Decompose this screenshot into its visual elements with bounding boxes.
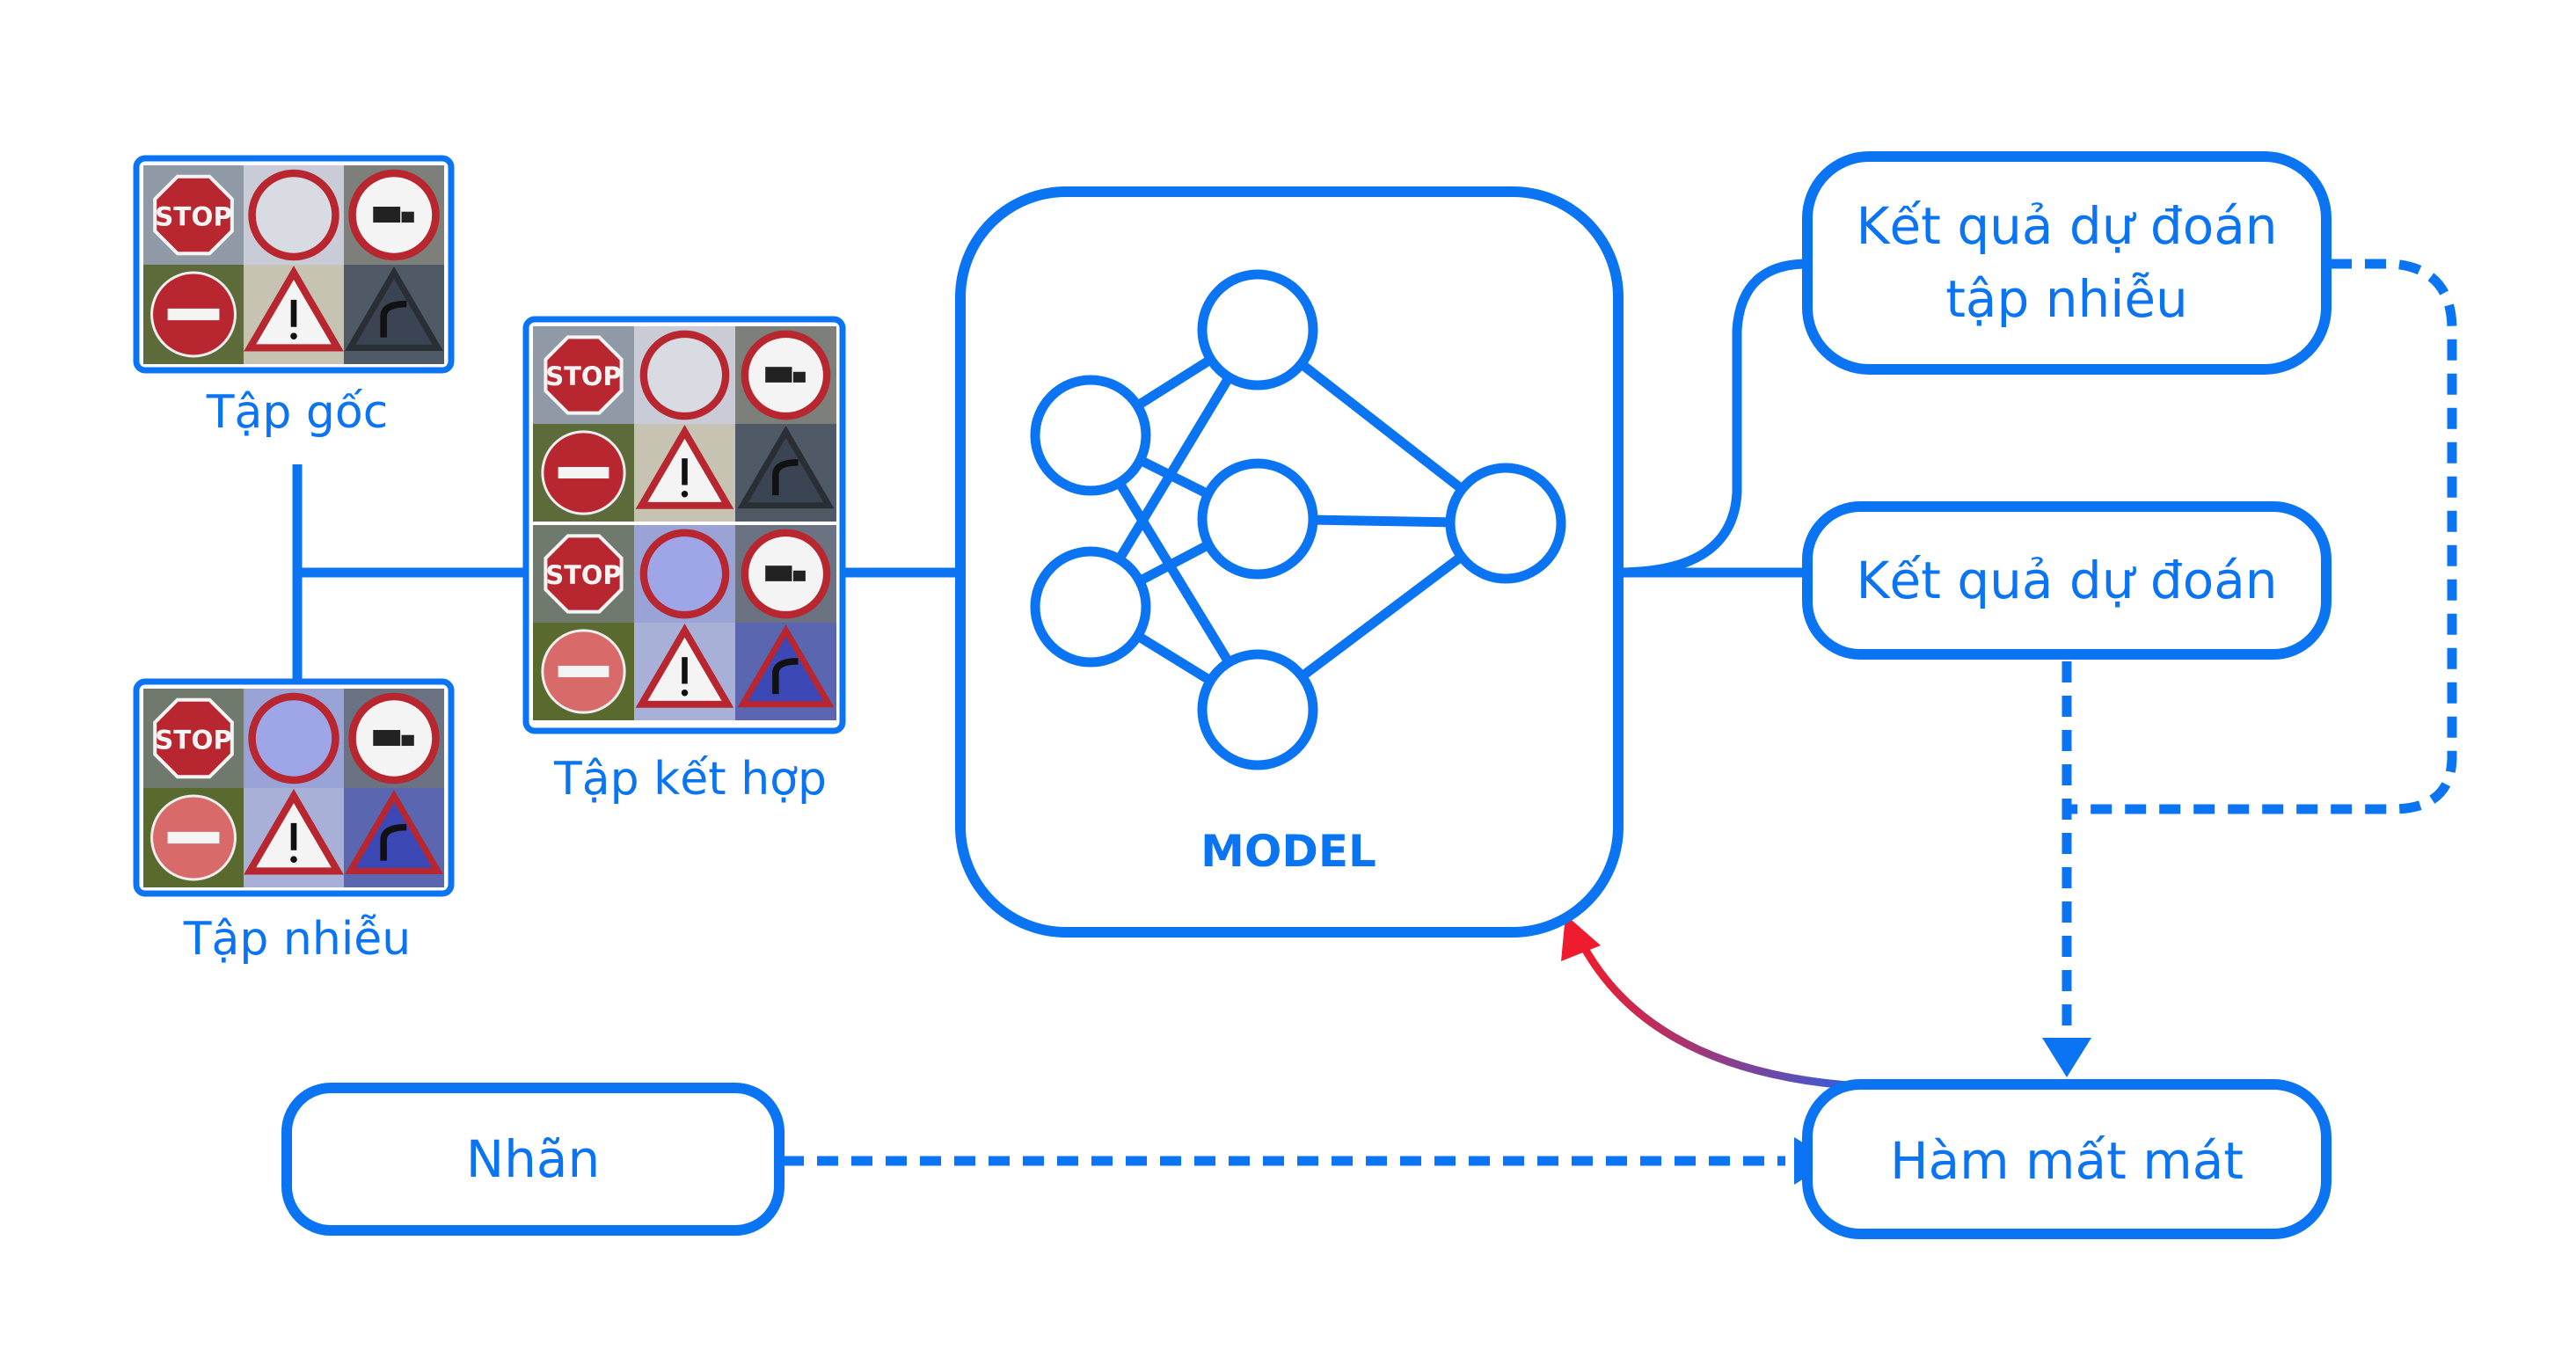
no-entry-sign-icon bbox=[150, 794, 237, 881]
curve-ahead-sign-icon bbox=[737, 624, 835, 708]
connector-model-to-noisy-prediction bbox=[1617, 259, 1808, 578]
original-set: STOP Tập gốc bbox=[133, 155, 455, 439]
noisy-set-label: Tập nhiễu bbox=[183, 913, 411, 966]
stop-sign-icon: STOP bbox=[153, 174, 234, 256]
curve-ahead-sign-icon bbox=[737, 425, 835, 509]
labels-label: Nhãn bbox=[466, 1129, 600, 1189]
stop-sign-icon: STOP bbox=[153, 697, 234, 779]
warning-sign-icon bbox=[635, 425, 734, 509]
dashed-noisy-prediction-to-loss bbox=[2067, 259, 2457, 814]
hidden-neuron-2 bbox=[1197, 458, 1318, 580]
stop-text: STOP bbox=[155, 725, 232, 755]
input-neuron-2 bbox=[1030, 546, 1151, 668]
noisy-prediction-box bbox=[1802, 151, 2332, 375]
warning-sign-icon bbox=[635, 624, 734, 708]
stop-text: STOP bbox=[155, 201, 232, 231]
no-trucks-sign-icon bbox=[348, 169, 440, 261]
no-vehicles-sign-icon bbox=[248, 169, 339, 261]
stop-text: STOP bbox=[545, 361, 621, 391]
warning-sign-icon bbox=[244, 266, 344, 352]
loss-box bbox=[1802, 1079, 2332, 1239]
no-vehicles-sign-icon bbox=[248, 692, 339, 784]
backprop-arrowhead bbox=[1561, 915, 1601, 961]
combined-sign-grid-bottom: STOP bbox=[533, 525, 836, 720]
labels-block: Nhãn bbox=[281, 1083, 784, 1236]
output-neuron bbox=[1445, 463, 1566, 584]
no-entry-sign-icon bbox=[150, 271, 237, 358]
combined-set-label: Tập kết hợp bbox=[553, 753, 827, 806]
backprop-arrow bbox=[1580, 943, 1861, 1091]
dashed-connectors bbox=[783, 259, 2457, 1166]
combined-set: STOP STOP Tập kết hợp bbox=[522, 316, 846, 806]
no-entry-sign-icon bbox=[541, 430, 626, 515]
hidden-neuron-1 bbox=[1197, 269, 1318, 390]
no-vehicles-sign-icon bbox=[639, 330, 730, 420]
hidden-neuron-3 bbox=[1197, 649, 1318, 770]
warning-sign-icon bbox=[244, 789, 344, 875]
original-set-label: Tập gốc bbox=[206, 386, 389, 439]
noisy-prediction-block: Kết quả dự đoán tập nhiễu bbox=[1802, 151, 2332, 375]
model-block: MODEL bbox=[955, 186, 1624, 938]
no-trucks-sign-icon bbox=[348, 692, 440, 784]
prediction-block: Kết quả dự đoán bbox=[1802, 501, 2332, 660]
noisy-prediction-label-line1: Kết quả dự đoán bbox=[1856, 196, 2277, 256]
input-neuron-1 bbox=[1030, 375, 1151, 496]
stop-sign-icon: STOP bbox=[544, 335, 624, 415]
prediction-box bbox=[1802, 501, 2332, 660]
noisy-set: STOP Tập nhiễu bbox=[133, 678, 455, 966]
model-label: MODEL bbox=[1200, 826, 1376, 877]
neural-network-icon bbox=[1030, 269, 1566, 770]
curve-ahead-sign-icon bbox=[344, 789, 444, 875]
arrowhead-to-loss-top bbox=[2042, 1038, 2091, 1077]
no-entry-sign-icon bbox=[541, 629, 626, 714]
combined-sign-grid-top: STOP bbox=[533, 326, 836, 522]
connectors bbox=[292, 259, 1808, 682]
labels-box bbox=[281, 1083, 784, 1236]
stop-text: STOP bbox=[545, 560, 621, 590]
loss-block: Hàm mất mát bbox=[1802, 1079, 2332, 1239]
noisy-sign-grid: STOP bbox=[143, 689, 444, 887]
original-sign-grid: STOP bbox=[143, 165, 444, 364]
stop-sign-icon: STOP bbox=[544, 534, 624, 614]
prediction-label: Kết quả dự đoán bbox=[1856, 551, 2277, 610]
no-trucks-sign-icon bbox=[741, 529, 831, 619]
curve-ahead-sign-icon bbox=[344, 266, 444, 352]
no-vehicles-sign-icon bbox=[639, 529, 730, 619]
no-trucks-sign-icon bbox=[741, 330, 831, 420]
loss-label: Hàm mất mát bbox=[1890, 1131, 2244, 1191]
noisy-prediction-label-line2: tập nhiễu bbox=[1945, 269, 2188, 329]
